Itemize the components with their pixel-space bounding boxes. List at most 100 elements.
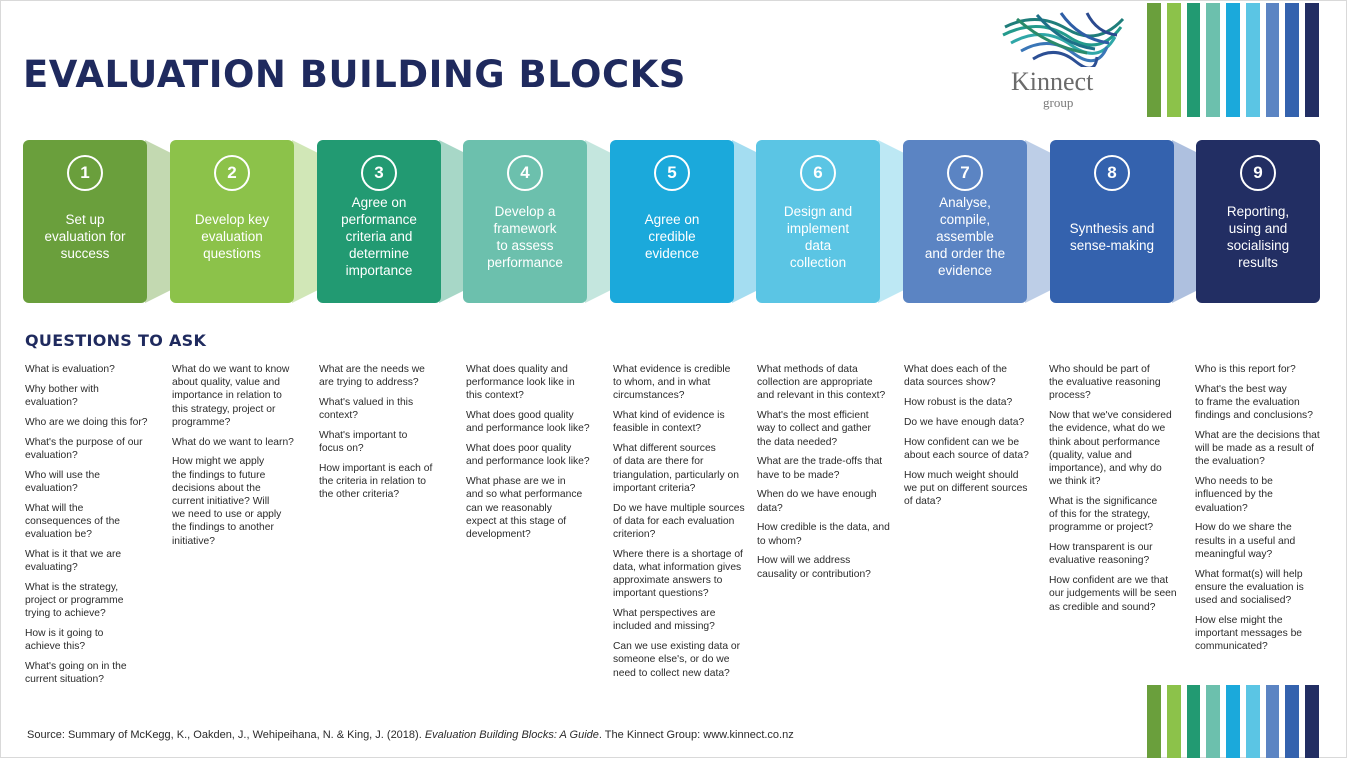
decorative-stripes-bottom — [1147, 685, 1320, 758]
question-item: What kind of evidence is feasible in con… — [613, 410, 725, 435]
step-label: Agree on performance criteria and determ… — [341, 195, 417, 278]
logo-subtitle: group — [1043, 95, 1074, 110]
stripe-5 — [1226, 3, 1240, 117]
question-item: How transparent is our evaluative reason… — [1049, 542, 1153, 567]
question-item: How much weight should we put on differe… — [904, 469, 1028, 507]
step-number-badge: 8 — [1094, 155, 1130, 191]
questions-column-3: What are the needs we are trying to addr… — [319, 363, 459, 508]
question-item: Who needs to be influenced by the evalua… — [1195, 476, 1273, 514]
questions-column-7: What does each of the data sources show?… — [904, 363, 1044, 515]
source-citation: Source: Summary of McKegg, K., Oakden, J… — [27, 729, 794, 741]
question-item: When do we have enough data? — [757, 489, 877, 514]
question-item: What does quality and performance look l… — [466, 364, 575, 402]
source-prefix: Source: Summary of McKegg, K., Oakden, J… — [27, 729, 425, 741]
question-item: What's the most efficient way to collect… — [757, 410, 871, 448]
question-item: Now that we've considered the evidence, … — [1049, 410, 1172, 488]
stripe-8 — [1285, 3, 1300, 117]
question-item: What is evaluation? — [25, 364, 115, 375]
question-item: Who will use the evaluation? — [25, 469, 100, 494]
question-item: What perspectives are included and missi… — [613, 608, 716, 633]
connector-arrow-2 — [292, 140, 320, 303]
step-label: Synthesis and sense-making — [1069, 220, 1155, 253]
questions-heading: QUESTIONS TO ASK — [25, 331, 207, 350]
questions-column-5: What evidence is credible to whom, and i… — [613, 363, 753, 686]
step-label: Set up evaluation for success — [44, 212, 126, 261]
connector-arrow-1 — [145, 140, 173, 303]
step-label: Develop a framework to assess performanc… — [487, 203, 563, 270]
questions-column-1: What is evaluation? Why bother with evalu… — [25, 363, 165, 693]
step-number-badge: 4 — [507, 155, 543, 191]
questions-column-4: What does quality and performance look l… — [466, 363, 606, 548]
question-item: What are the decisions that will be made… — [1195, 430, 1320, 468]
step-number-badge: 1 — [67, 155, 103, 191]
question-item: What's valued in this context? — [319, 397, 414, 422]
question-item: What's important to focus on? — [319, 430, 408, 455]
step-label: Analyse, compile, assemble and order the… — [924, 195, 1006, 278]
connector-arrow-7 — [1025, 140, 1053, 303]
question-item: What do we want to learn? — [172, 436, 294, 448]
decorative-stripes-top — [1147, 3, 1320, 117]
question-item: What phase are we in and so what perform… — [466, 476, 583, 541]
source-suffix: . The Kinnect Group: www.kinnect.co.nz — [598, 729, 794, 741]
question-item: Where there is a shortage of data, what … — [613, 548, 743, 600]
stripe-8 — [1285, 685, 1300, 758]
question-item: How do we share the results in a useful … — [1195, 522, 1296, 560]
question-item: Why bother with evaluation? — [25, 383, 99, 408]
logo-wordmark: Kinnect — [1011, 67, 1094, 96]
connector-arrow-6 — [878, 140, 906, 303]
stripe-4 — [1206, 3, 1221, 117]
step-number-badge: 6 — [800, 155, 836, 191]
question-item: Can we use existing data or someone else… — [613, 641, 741, 679]
question-item: What are the needs we are trying to addr… — [319, 364, 425, 389]
stripe-3 — [1186, 3, 1201, 117]
source-title: Evaluation Building Blocks: A Guide — [424, 729, 599, 741]
question-item: What do we want to know about quality, v… — [172, 364, 290, 428]
step-number-badge: 7 — [947, 155, 983, 191]
question-item: How robust is the data? — [904, 397, 1013, 408]
page-title: EVALUATION BUILDING BLOCKS — [23, 53, 686, 96]
stripe-4 — [1206, 685, 1221, 758]
woven-mesh-logo-icon — [1002, 12, 1125, 70]
stripe-7 — [1265, 685, 1280, 758]
connector-arrow-8 — [1172, 140, 1200, 303]
question-item: Who are we doing this for? — [25, 416, 148, 428]
step-number-badge: 3 — [361, 155, 397, 191]
connector-arrow-4 — [585, 140, 613, 303]
question-item: How credible is the data, and to whom? — [757, 522, 890, 547]
step-label: Develop key evaluation questions — [194, 212, 270, 261]
step-number-badge: 2 — [214, 155, 250, 191]
stripe-3 — [1186, 685, 1201, 758]
question-item: How confident can we be about each sourc… — [904, 436, 1029, 461]
kinnect-logo: Kinnect group — [997, 9, 1127, 110]
stripe-6 — [1245, 3, 1260, 117]
question-item: What are the trade-offs that have to be … — [757, 456, 883, 481]
question-item: What's the best way to frame the evaluat… — [1195, 383, 1313, 422]
stripe-9 — [1305, 3, 1320, 117]
step-number-badge: 9 — [1240, 155, 1276, 191]
question-item: What does each of the data sources show? — [904, 364, 1008, 389]
step-number-badge: 5 — [654, 155, 690, 191]
step-label: Agree on credible evidence — [644, 212, 700, 261]
stripe-2 — [1166, 685, 1181, 758]
stripe-1 — [1147, 3, 1161, 117]
questions-column-2: What do we want to know about quality, v… — [172, 363, 312, 554]
question-item: How else might the important messages be… — [1195, 614, 1303, 653]
stripe-2 — [1166, 3, 1181, 117]
question-item: What's going on in the current situation… — [25, 661, 127, 686]
connector-arrow-3 — [439, 140, 467, 303]
question-item: Who is this report for? — [1195, 364, 1296, 375]
question-item: What does poor quality and performance l… — [466, 443, 590, 468]
question-item: What is the strategy, project or program… — [25, 581, 124, 620]
question-item: What will the consequences of the evalua… — [25, 502, 121, 540]
stripe-5 — [1226, 685, 1240, 758]
question-item: What format(s) will help ensure the eval… — [1195, 568, 1304, 607]
